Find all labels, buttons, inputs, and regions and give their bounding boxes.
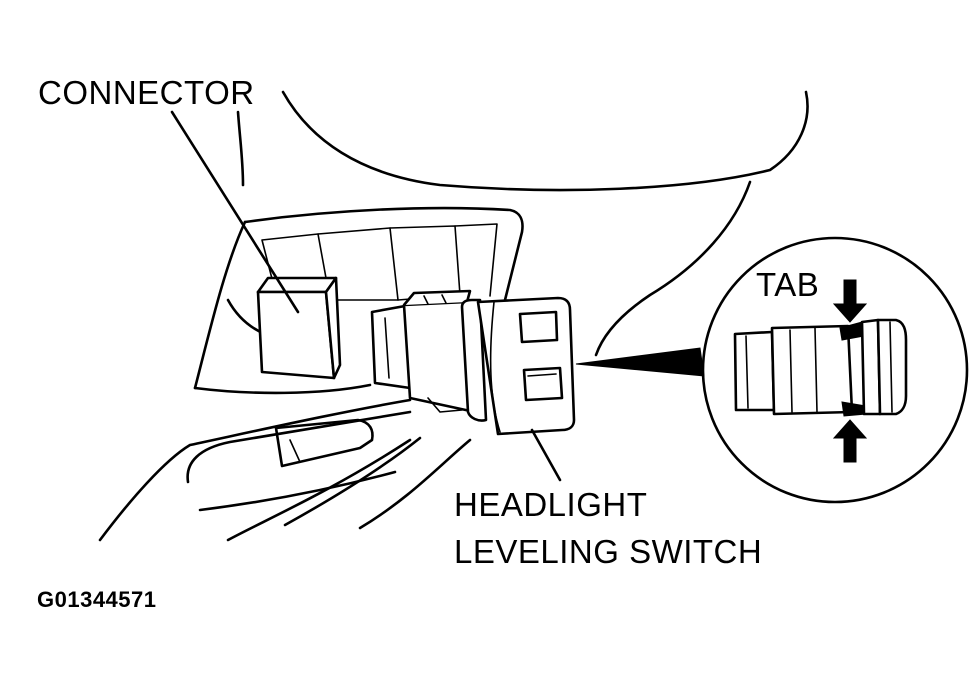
up-arrow-icon [832,419,868,463]
magnification-pointer [575,347,705,377]
switch-label-line1: HEADLIGHT [454,486,648,523]
connector-block [256,276,342,380]
switch-label-line2: LEVELING SWITCH [454,533,763,570]
tab-label: TAB [756,266,820,303]
down-arrow-icon [832,279,868,323]
lower-trim [98,398,472,542]
figure-id: G01344571 [37,587,157,612]
dashboard-outline [236,90,809,357]
tab-arrows [832,279,868,463]
headlight-leveling-switch [370,289,576,436]
leader-lines [170,110,562,482]
tab-detail-view [701,236,969,504]
connector-label: CONNECTOR [38,74,255,111]
